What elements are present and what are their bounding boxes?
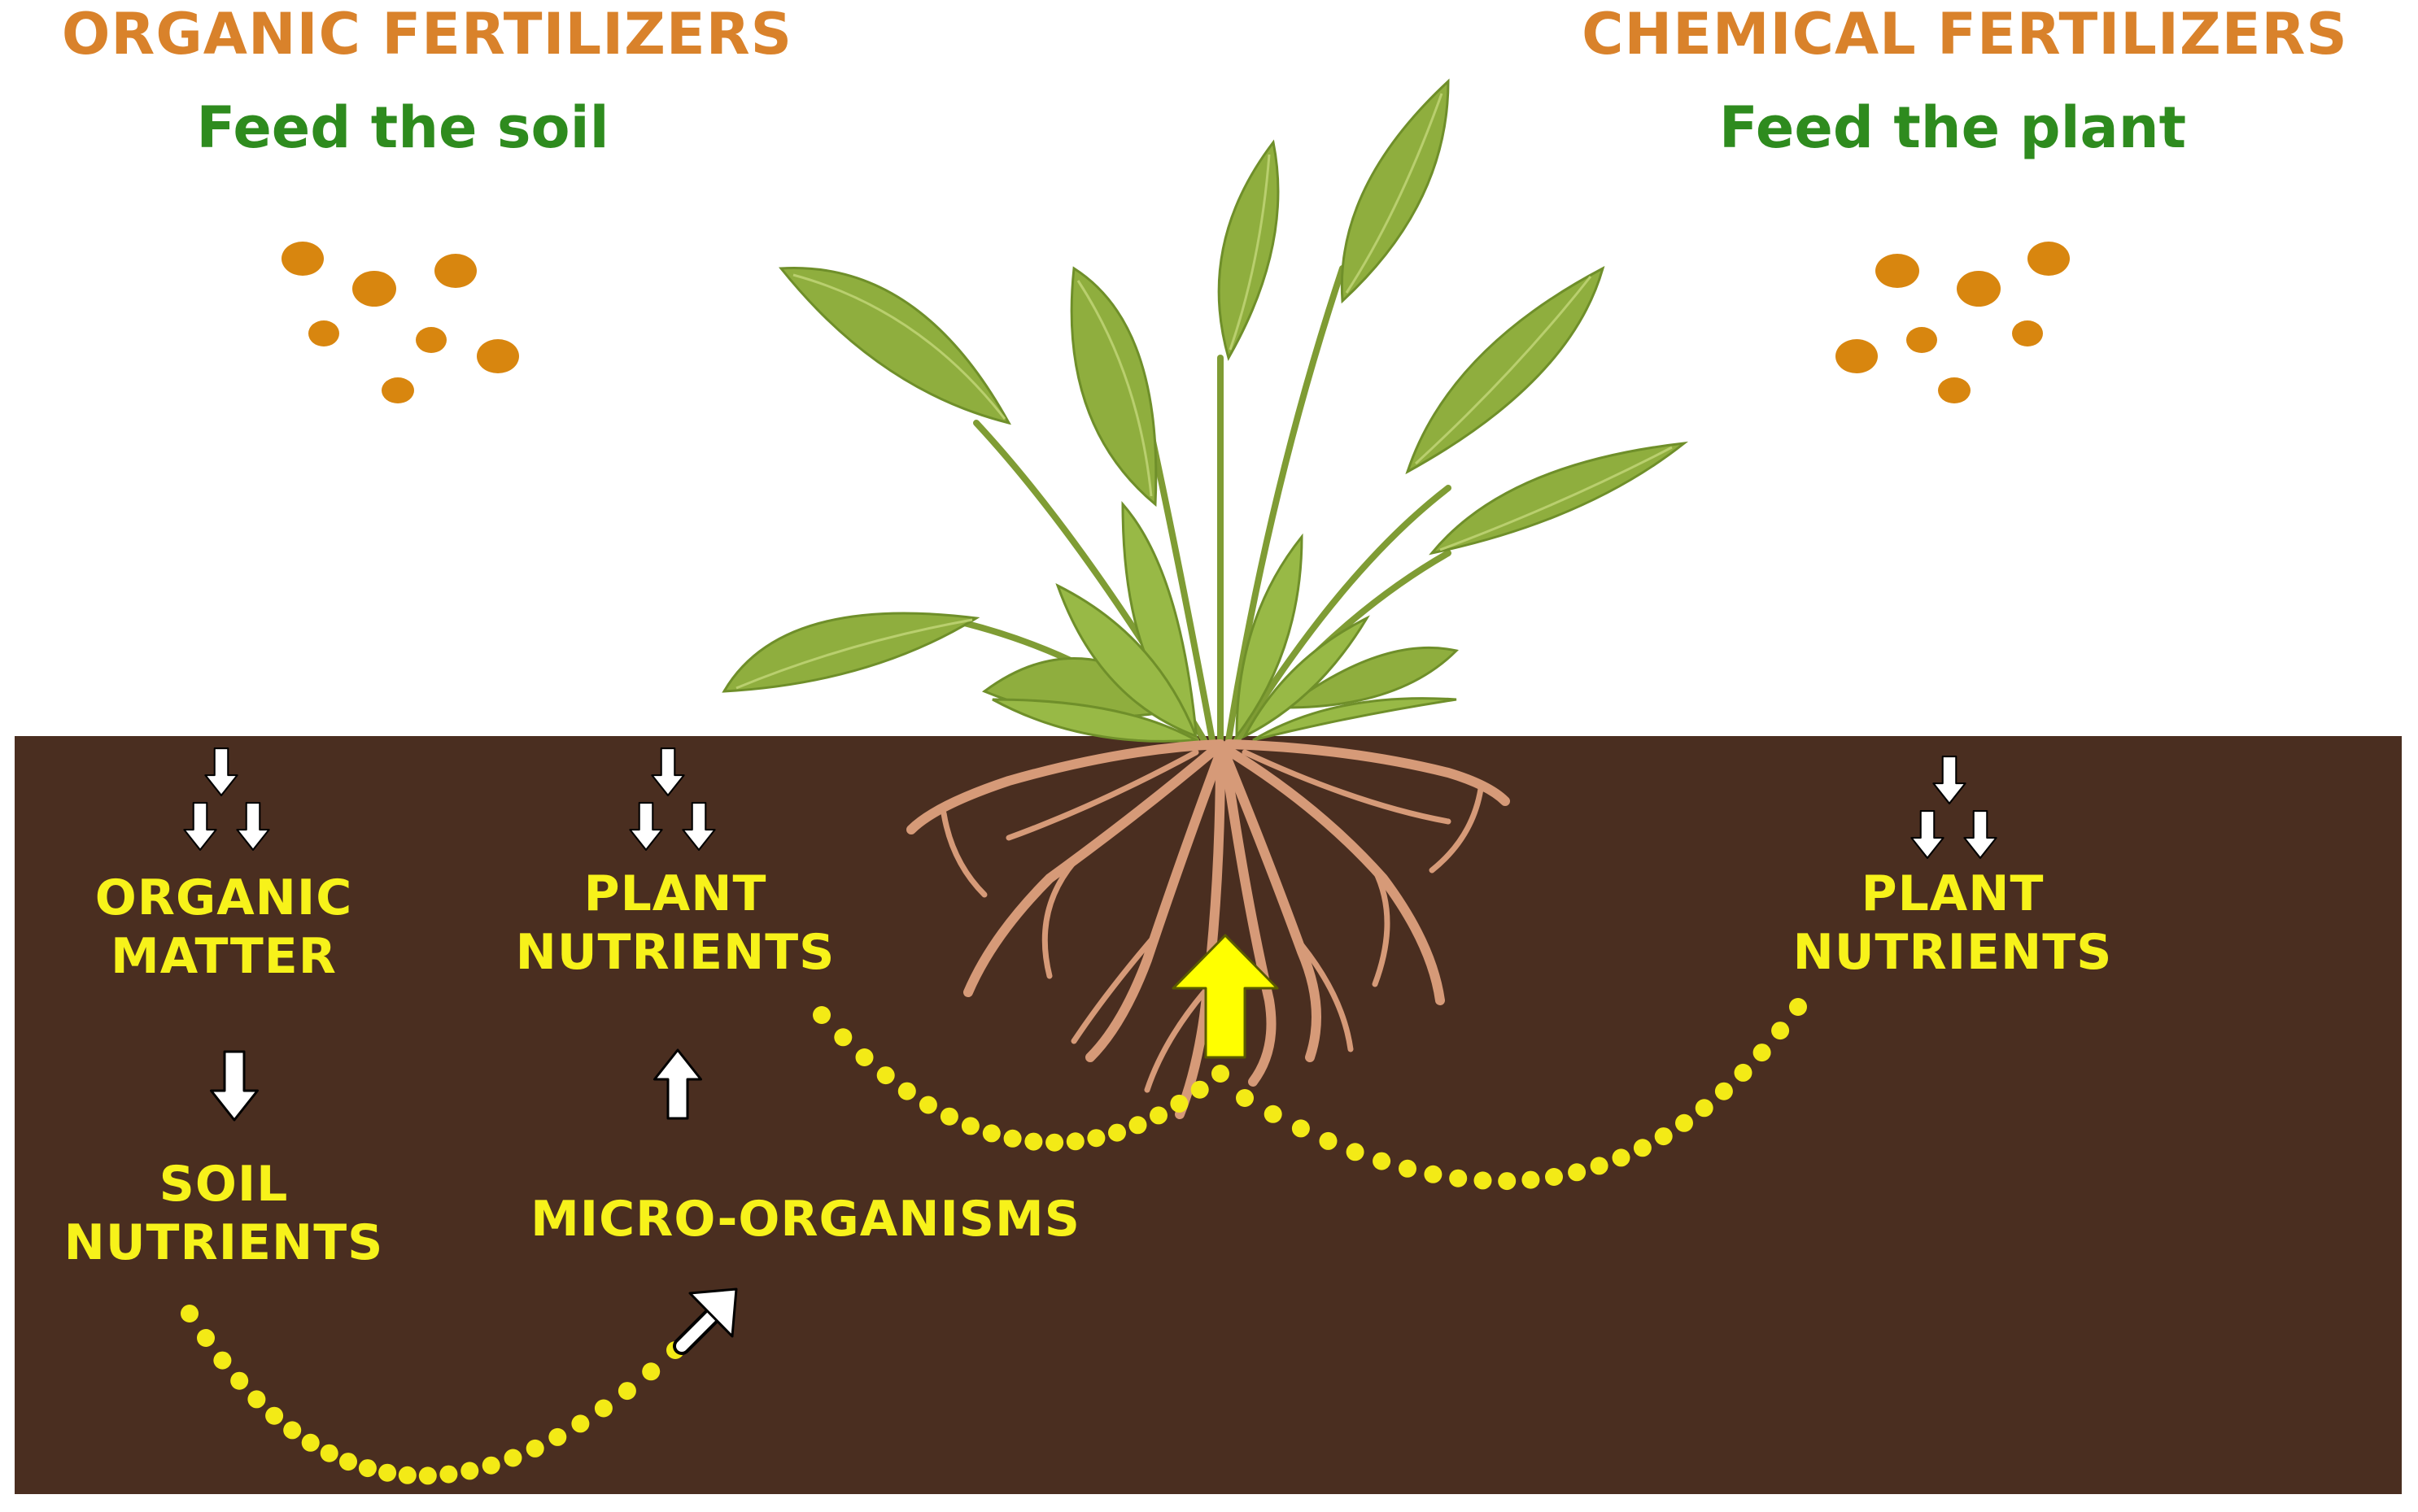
big-arrow-up-icon — [1172, 934, 1279, 1059]
path-dot — [1024, 1132, 1043, 1151]
path-dot — [940, 1107, 958, 1126]
path-dot — [1590, 1157, 1608, 1175]
organic-subtitle: Feed the soil — [196, 94, 609, 161]
path-dot — [1066, 1132, 1085, 1151]
path-dot — [594, 1399, 613, 1418]
path-dot — [1128, 1116, 1147, 1135]
path-dot — [1714, 1082, 1733, 1100]
path-dot — [618, 1382, 636, 1401]
path-dot — [1399, 1159, 1416, 1178]
path-dot — [1108, 1123, 1126, 1142]
path-dot — [1771, 1022, 1790, 1040]
path-dot — [813, 1006, 831, 1024]
chemical-plant-nutrients-label: PLANT NUTRIENTS — [1765, 865, 2140, 982]
soil-nutrients-line-1: SOIL — [159, 1156, 289, 1213]
path-dot — [642, 1362, 661, 1381]
path-dot — [283, 1421, 302, 1440]
path-dot — [213, 1351, 232, 1370]
organic-title: ORGANIC FERTILIZERS — [61, 1, 793, 68]
path-dot — [418, 1466, 437, 1485]
path-dot — [1789, 998, 1807, 1016]
path-dot — [1612, 1148, 1630, 1167]
path-dot — [1211, 1065, 1229, 1083]
path-dot — [1190, 1080, 1209, 1099]
path-dot — [1003, 1129, 1022, 1148]
micro-organisms-label: MICRO-ORGANISMS — [530, 1191, 1080, 1248]
path-dot — [571, 1414, 590, 1433]
roots-icon — [906, 739, 1510, 1119]
path-dot — [230, 1371, 249, 1390]
chemical-granules-icon — [1835, 242, 2070, 403]
path-dot — [1291, 1119, 1310, 1138]
dotted-path-center — [813, 1006, 1229, 1152]
path-dot — [378, 1463, 397, 1482]
chemical-subtitle: Feed the plant — [1718, 94, 2187, 161]
path-dot — [1633, 1139, 1652, 1157]
soil-area — [15, 736, 2402, 1494]
organic-granules-icon — [282, 242, 519, 403]
path-dot — [301, 1433, 320, 1452]
path-dot — [526, 1439, 544, 1458]
path-dot — [460, 1462, 479, 1480]
organic-plant-nutrients-line-2: NUTRIENTS — [515, 924, 836, 981]
path-dot — [855, 1048, 874, 1066]
path-dot — [897, 1082, 916, 1100]
path-dot — [265, 1406, 284, 1425]
path-dot — [1170, 1094, 1189, 1113]
path-dot — [1473, 1171, 1492, 1190]
path-dot — [181, 1305, 199, 1322]
organic-plant-nutrients-line-1: PLANT — [583, 865, 767, 922]
path-dot — [1087, 1129, 1106, 1148]
organic-matter-line-1: ORGANIC — [94, 869, 353, 926]
path-dot — [482, 1456, 500, 1475]
path-dot — [339, 1453, 357, 1471]
chemical-title: CHEMICAL FERTILIZERS — [1582, 1, 2348, 68]
path-dot — [1346, 1143, 1364, 1161]
path-dot — [1424, 1165, 1443, 1183]
organic-plant-nutrients-label: PLANT NUTRIENTS — [488, 865, 862, 982]
path-dot — [1319, 1131, 1338, 1150]
path-dot — [1045, 1133, 1064, 1152]
path-dot — [358, 1459, 377, 1478]
path-dot — [834, 1028, 853, 1047]
path-dot — [439, 1465, 458, 1484]
path-dot — [1675, 1113, 1693, 1132]
path-dot — [1545, 1168, 1563, 1186]
path-dot — [919, 1096, 937, 1114]
soil-nutrients-label: SOIL NUTRIENTS — [33, 1155, 415, 1272]
path-dot — [548, 1427, 567, 1446]
path-dot — [1695, 1099, 1713, 1118]
dotted-path-left — [181, 1305, 684, 1485]
path-dot — [1568, 1163, 1587, 1182]
dotted-path-right — [1236, 998, 1807, 1191]
path-dot — [1150, 1106, 1168, 1125]
curved-arrow-icon — [673, 1288, 738, 1355]
path-dot — [876, 1066, 895, 1085]
path-dot — [1752, 1044, 1771, 1062]
path-dot — [398, 1466, 417, 1484]
path-dot — [1734, 1063, 1752, 1082]
path-dot — [961, 1117, 980, 1135]
path-dot — [1264, 1105, 1282, 1123]
path-dot — [1521, 1170, 1540, 1189]
path-dot — [1236, 1089, 1254, 1107]
path-dot — [982, 1124, 1001, 1143]
plant-icon — [722, 78, 1689, 743]
path-dot — [1654, 1127, 1673, 1146]
path-dot — [247, 1390, 266, 1409]
chemical-plant-nutrients-line-2: NUTRIENTS — [1792, 924, 2113, 981]
path-dot — [1498, 1172, 1517, 1191]
path-dot — [504, 1449, 522, 1467]
path-dot — [197, 1329, 215, 1347]
path-dot — [320, 1444, 338, 1462]
chemical-plant-nutrients-line-1: PLANT — [1861, 865, 2045, 922]
organic-matter-label: ORGANIC MATTER — [33, 869, 415, 986]
organic-matter-line-2: MATTER — [111, 928, 337, 985]
path-dot — [1373, 1152, 1391, 1170]
path-dot — [1449, 1169, 1468, 1187]
soil-nutrients-line-2: NUTRIENTS — [63, 1214, 384, 1271]
